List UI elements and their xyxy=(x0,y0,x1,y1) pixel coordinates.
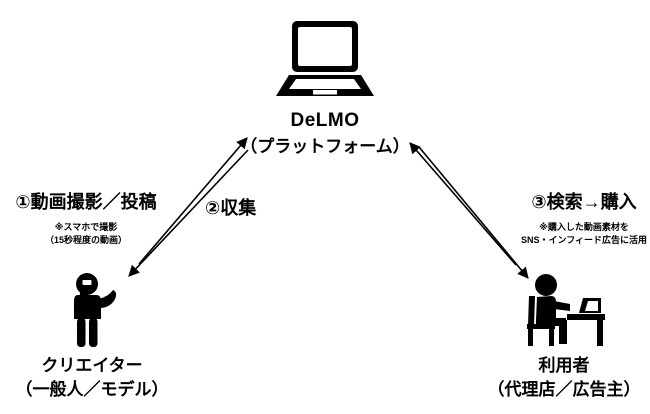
platform-subtitle: （プラットフォーム） xyxy=(240,136,410,156)
flow-label-purchase-title: ③検索→購入 xyxy=(531,192,637,212)
flow-label-collect-title: ②収集 xyxy=(205,198,257,218)
flow-label-purchase-sub2: SNS・インフィード広告に活用 xyxy=(520,235,648,246)
user-name: 利用者 xyxy=(538,356,590,375)
flow-label-capture-title: ①動画撮影／投稿 xyxy=(15,192,157,212)
flow-label-capture: ①動画撮影／投稿 ※スマホで撮影 （15秒程度の動画） xyxy=(6,192,166,248)
creator-name-sub: （一般人／モデル） xyxy=(15,379,169,399)
creator-node: クリエイター （一般人／モデル） xyxy=(8,270,176,402)
laptop-icon xyxy=(276,21,374,96)
user-icon-wrap xyxy=(480,270,648,348)
creator-name: クリエイター xyxy=(41,356,143,375)
platform-node: DeLMO （プラットフォーム） xyxy=(235,18,415,159)
arrow-platform-to-user xyxy=(418,146,529,279)
flow-label-capture-sub1: ※スマホで撮影 xyxy=(54,221,118,232)
person-at-desk-laptop-icon xyxy=(527,274,605,346)
arrow-user-to-platform xyxy=(409,142,517,266)
flow-label-collect: ②収集 xyxy=(205,198,285,220)
user-node: 利用者 （代理店／広告主） xyxy=(480,270,648,402)
flow-label-purchase: ③検索→購入 ※購入した動画素材を SNS・インフィード広告に活用 xyxy=(520,192,648,248)
flow-label-purchase-sub1: ※購入した動画素材を xyxy=(539,221,629,232)
platform-title: DeLMO xyxy=(290,110,360,131)
flow-label-capture-sub2: （15秒程度の動画） xyxy=(44,235,127,246)
person-filming-smartphone-icon xyxy=(74,273,117,347)
user-name-sub: （代理店／広告主） xyxy=(487,379,641,399)
creator-icon-wrap xyxy=(8,270,176,348)
